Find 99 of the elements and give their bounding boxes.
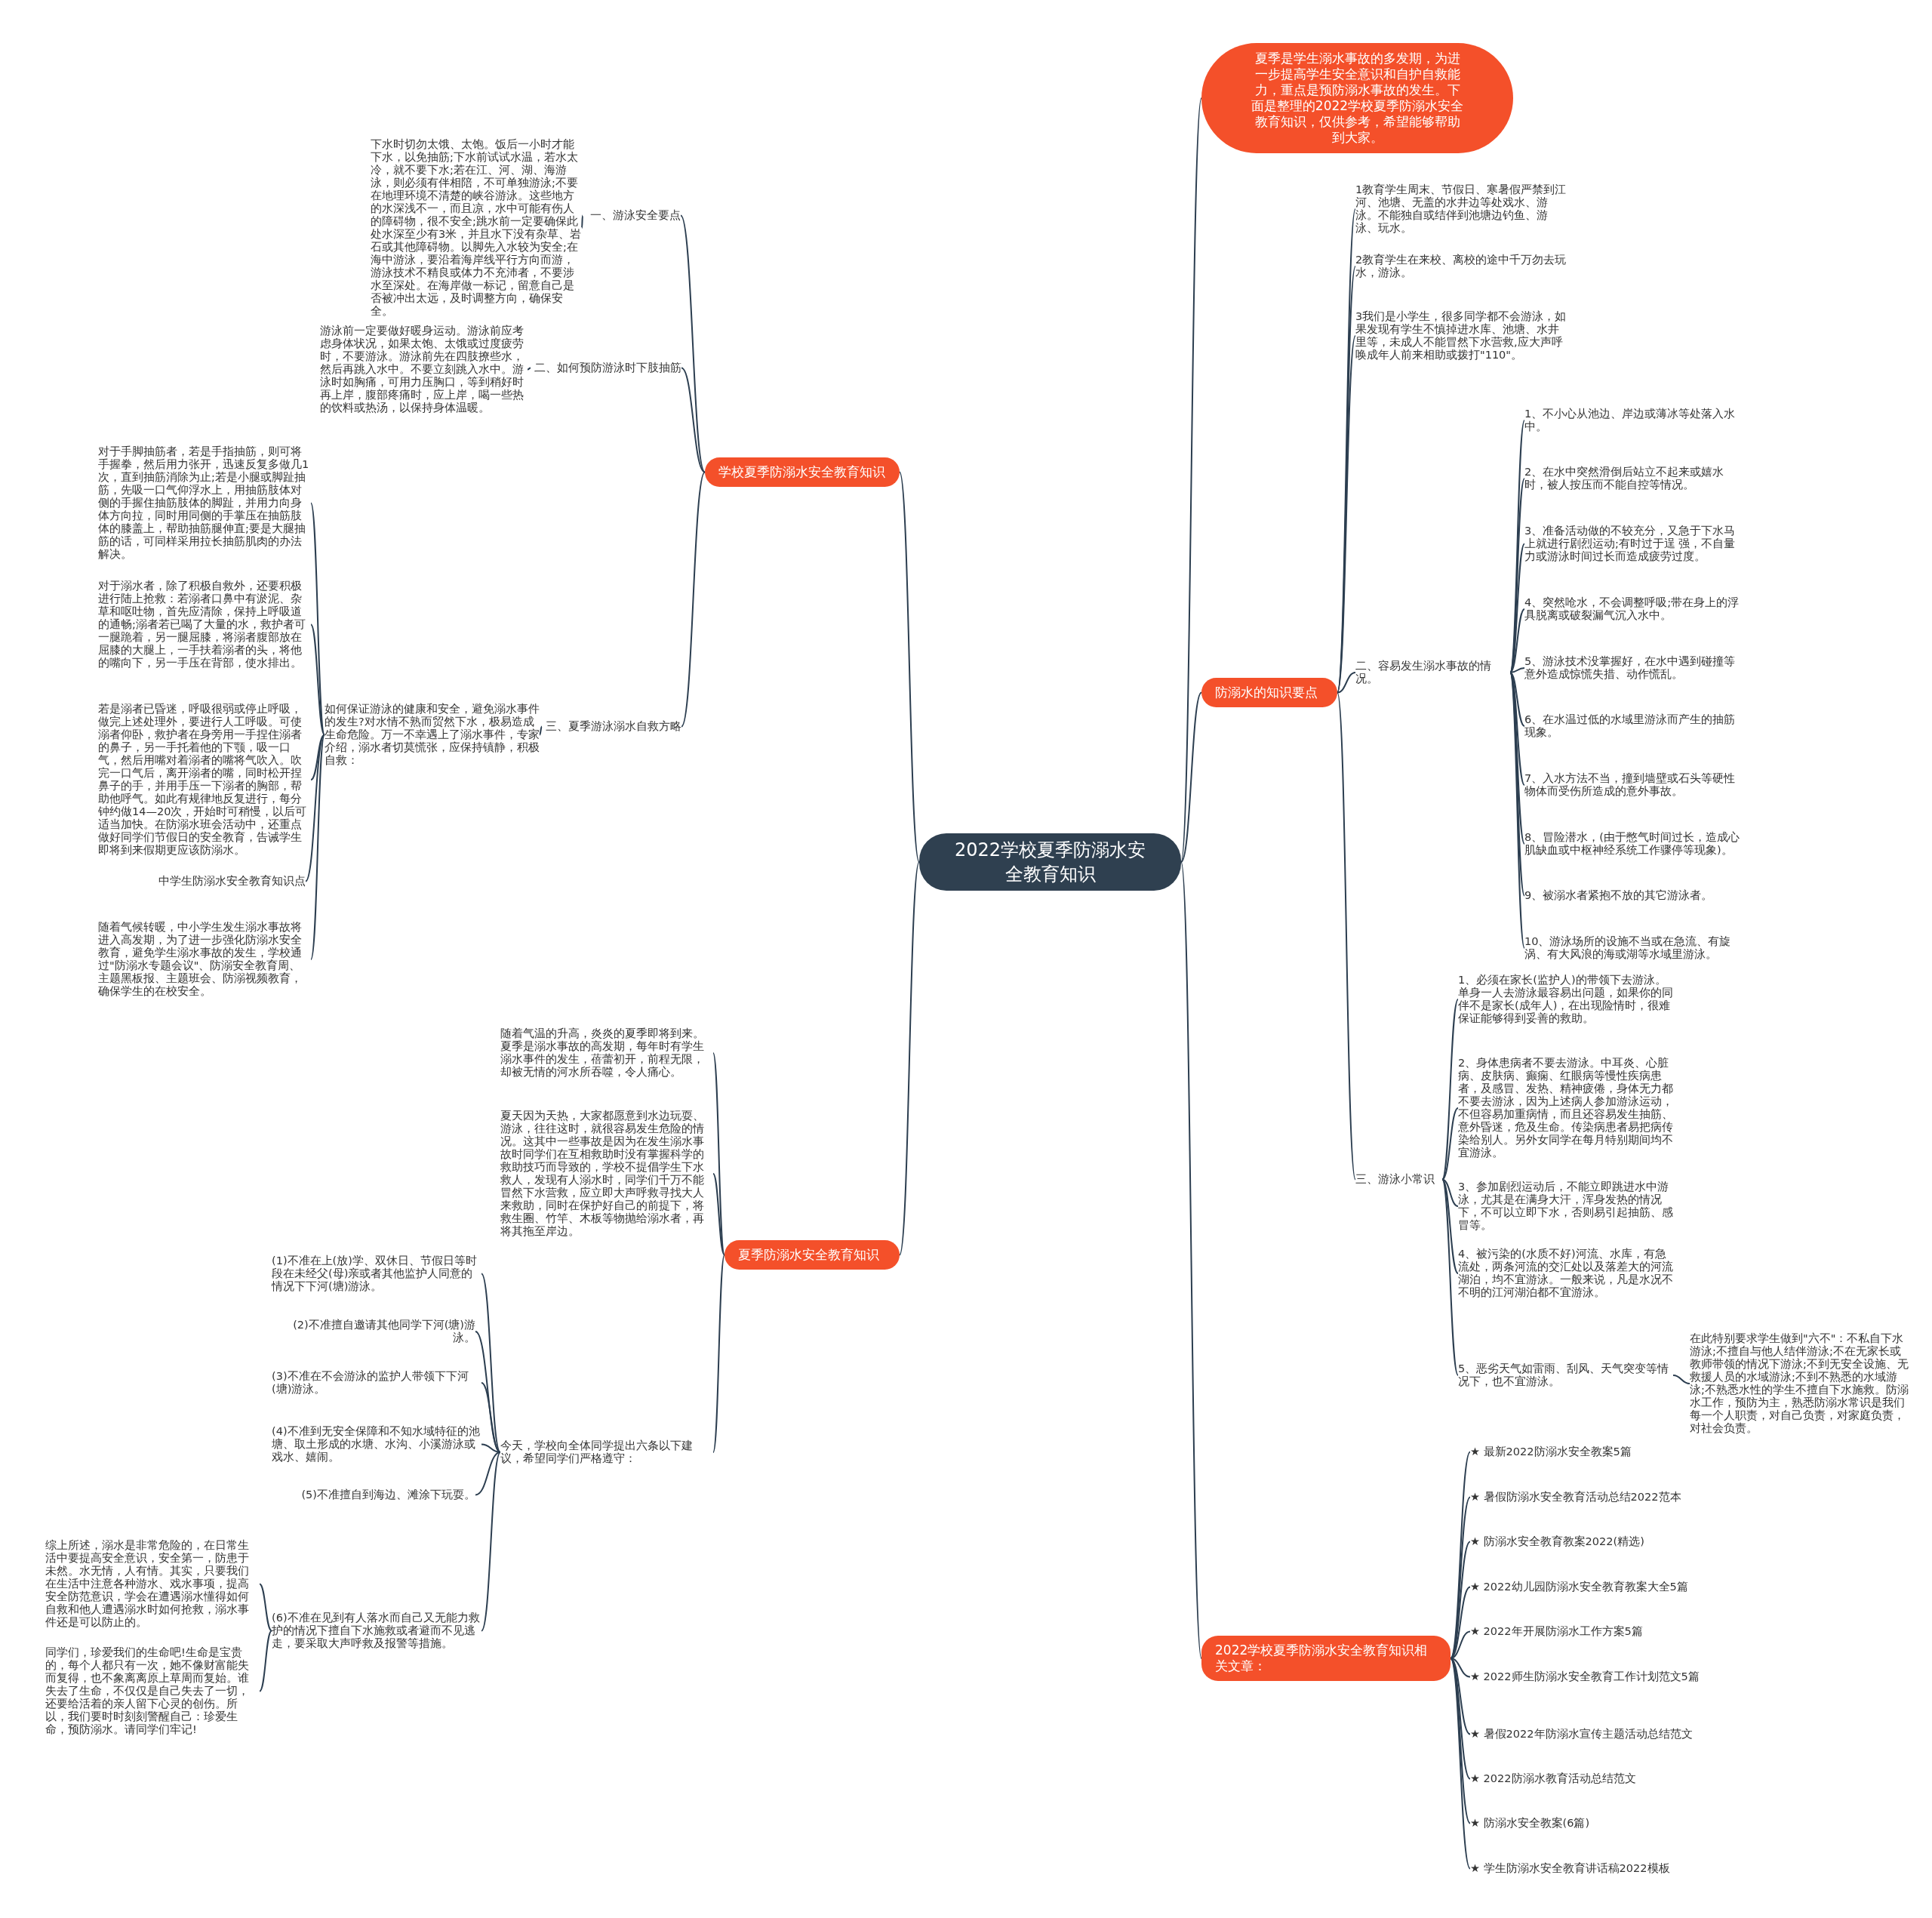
connector: [1509, 667, 1525, 673]
topic-text: 5、游泳技术没掌握好，在水中遇到碰撞等意外造成惊慌失措、动作慌乱。: [1524, 655, 1743, 681]
connector: [712, 1173, 725, 1256]
topic-text: 1教育学生周末、节假日、寒暑假严禁到江河、池塘、无盖的水井边等处戏水、游泳。不能独自或结伴到池塘边钓鱼、游泳、玩水。: [1355, 183, 1568, 235]
topic-text: ★ 2022幼儿园防溺水安全教育教案大全5篇: [1470, 1581, 1719, 1593]
topic-text: 5、恶劣天气如雷雨、刮风、天气突变等情况下，也不宜游泳。: [1458, 1362, 1673, 1388]
topic-text: 综上所述，溺水是非常危险的，在日常生活中要提高安全意识，安全第一，防患于未然。水无情，人有情。其实，只要我们在生活中注意各种游水、戏水事项，提高安全防范意识，学会在遭遇溺水懂得如何自救和他人遭遇溺水时如何抢救，溺水事件还是可以防止的。: [45, 1539, 260, 1629]
branch-topic: 防溺水的知识要点: [1201, 678, 1337, 707]
topic-text: 对于溺水者，除了积极自救外，还要积极进行陆上抢救：若溺者口鼻中有淤泥、杂草和呕吐物，首先应清除，保持上呼吸道的通畅;溺者若已喝了大量的水，救护者可一腿跪着，另一腿屈膝，将溺者腹部放在屈膝的大腿上，一手扶着溺者的头，将他的嘴向下，另一手压在背部，使水排出。: [98, 580, 311, 670]
connector: [680, 214, 706, 473]
connector: [259, 1583, 272, 1632]
topic-text: 3、准备活动做的不较充分，又急于下水马上就进行剧烈运动;有时过于逞 强，不自量力或游泳时间过长而造成疲劳过度。: [1524, 525, 1743, 563]
connector: [1180, 97, 1202, 863]
connector: [310, 734, 325, 780]
topic-text: (4)不准到无安全保障和不知水域特征的池塘、取土形成的水塘、水沟、小溪游泳或戏水、嬉闹。: [272, 1425, 481, 1464]
connector: [899, 471, 920, 863]
topic-text: (3)不准在不会游泳的监护人带领下下河(塘)游泳。: [272, 1370, 481, 1396]
topic-text: 游泳前一定要做好暖身运动。游泳前应考虑身体状况，如果太饱、太饿或过度疲劳时，不要游泳。游泳前先在四肢撩些水，然后再跳入水中。不要立刻跳入水中。游泳时如胸痛，可用力压胸口，等到稍好时再上岸，腹部疼痛时，应上岸，喝一些热的饮料或热汤，以保持身体温暖。: [320, 325, 528, 414]
topic-text: 下水时切勿太饿、太饱。饭后一小时才能下水，以免抽筋;下水前试试水温，若水太冷，就不要下水;若在江、河、湖、海游泳，则必须有伴相陪，不可单独游泳;不要在地理环境不清楚的峡谷游泳。这些地方的水深浅不一，而且凉，水中可能有伤人的障碍物，很不安全;跳水前一定要确保此处水深至少有3米，并且水下没有杂草、岩石或其他障碍物。以脚先入水较为安全;在海中游泳，要沿着海岸线平行方向而游，游泳技术不精良或体力不充沛者，不要涉水至深处。在海岸做一标记，留意自己是否被冲出太远，及时调整方向，确保安全。: [371, 138, 582, 318]
connector: [1337, 335, 1356, 694]
topic-text: 3、参加剧烈运动后，不能立即跳进水中游泳，尤其是在满身大汗，浑身发热的情况下，不可以立即下水，否则易引起抽筋、感冒等。: [1458, 1181, 1673, 1232]
topic-text: 随着气温的升高，炎炎的夏季即将到来。夏季是溺水事故的高发期，每年时有学生溺水事件的发生，蓓蕾初开，前程无限，却被无情的河水所吞噬，令人痛心。: [500, 1027, 713, 1079]
branch-topic: 夏季防溺水安全教育知识: [724, 1240, 900, 1270]
connector: [1337, 672, 1356, 694]
connector: [1180, 691, 1202, 863]
connector: [310, 734, 325, 960]
topic-text: 夏天因为天热，大家都愿意到水边玩耍、游泳，往往这时，就很容易发生危险的情况。这其中一些事故是因为在发生溺水事故时同学们在互相救助时没有掌握科学的救助技巧而导致的，学校不提倡学生下水救人，发现有人溺水时，同学们千万不能冒然下水营救，应立即大声呼救寻找大人来救助，同时在保护好自己的前提下，将救生圈、竹竿、木板等物抛给溺水者，再将其拖至岸边。: [500, 1110, 713, 1238]
topic-text: 三、游泳小常识: [1355, 1173, 1442, 1186]
branch-topic: 学校夏季防溺水安全教育知识: [705, 457, 900, 487]
topic-text: 1、必须在家长(监护人)的带领下去游泳。单身一人去游泳最容易出问题，如果你的同伴不是家长(成年人)，在出现险情时，很难保证能够得到妥善的救助。: [1458, 974, 1673, 1025]
topic-text: 二、如何预防游泳时下肢抽筋: [531, 362, 681, 374]
central-topic: 2022学校夏季防溺水安全教育知识: [919, 833, 1181, 891]
connector: [712, 1254, 725, 1453]
connector: [1441, 1178, 1459, 1207]
connector: [1509, 672, 1525, 845]
connector: [899, 861, 920, 1256]
branch-topic: 2022学校夏季防溺水安全教育知识相关文章：: [1201, 1636, 1451, 1681]
topic-text: 对于手脚抽筋者，若是手指抽筋，则可将手握拳，然后用力张开，迅速反复多做几1次，直到抽筋消除为止;若是小腿或脚趾抽筋，先吸一口气仰浮水上，用抽筋肢体对侧的手握住抽筋肢体的脚趾，并用力向身体方向拉，同时用同侧的手掌压在抽筋肢体的膝盖上，帮助抽筋腿伸直;要是大腿抽筋的话，可同样采用拉长抽筋肌肉的办法解决。: [98, 445, 311, 561]
topic-text: ★ 2022年开展防溺水工作方案5篇: [1470, 1625, 1719, 1638]
topic-text: 中学生防溺水安全教育知识点: [140, 875, 306, 888]
topic-text: ★ 防溺水安全教案(6篇): [1470, 1817, 1719, 1830]
topic-text: 若是溺者已昏迷，呼吸很弱或停止呼吸，做完上述处理外，要进行人工呼吸。可使溺者仰卧，救护者在身旁用一手捏住溺者的鼻子，另一手托着他的下颚，吸一口气，然后用嘴对着溺者的嘴将气吹入。吹完一口气后，离开溺者的嘴，同时松开捏鼻子的手，并用手压一下溺者的胸部，帮助他呼气。如此有规律地反复进行，每分钟约做14—20次，开始时可稍慢，以后可适当加快。在防溺水班会活动中，还重点做好同学们节假日的安全教育，告诫学生即将到来假期更应该防溺水。: [98, 703, 311, 857]
connector: [310, 623, 325, 736]
topic-text: 8、冒险潜水，(由于憋气时间过长，造成心肌缺血或中枢神经系统工作骤停等现象)。: [1524, 831, 1743, 857]
topic-text: 9、被溺水者紧抱不放的其它游泳者。: [1524, 889, 1743, 902]
connector: [475, 1452, 501, 1496]
connector: [681, 367, 706, 473]
topic-text: (2)不准擅自邀请其他同学下河(塘)游泳。: [272, 1319, 475, 1344]
connector: [481, 1452, 501, 1632]
connector: [1450, 1496, 1471, 1659]
connector: [481, 1273, 501, 1453]
connector: [1441, 1178, 1459, 1274]
topic-text: 2、身体患病者不要去游泳。中耳炎、心脏病、皮肤病、癫痫、红眼病等慢性疾病患者，及感冒、发热、精神疲倦，身体无力都不要去游泳，因为上述病人参加游泳运动，不但容易加重病情，而且还容易发生抽筋、意外昏迷，危及生命。传染病患者易把病传染给别人。另外女同学在每月特别期间均不宜游泳。: [1458, 1057, 1673, 1159]
topic-text: 6、在水温过低的水域里游泳而产生的抽筋现象。: [1524, 713, 1743, 739]
connector: [481, 1382, 501, 1453]
connector: [1180, 861, 1202, 1659]
topic-text: 一、游泳安全要点: [583, 209, 681, 222]
connector: [259, 1630, 272, 1692]
topic-text: 4、被污染的(水质不好)河流、水库，有急流处，两条河流的交汇处以及落差大的河流湖泊，均不宜游泳。一般来说，凡是水况不不明的江河湖泊都不宜游泳。: [1458, 1248, 1673, 1299]
topic-text: 1、不小心从池边、岸边或薄冰等处落入水中。: [1524, 408, 1743, 433]
topic-text: 3我们是小学生，很多同学都不会游泳，如果发现有学生不慎掉进水库、池塘、水井里等，未成人不能冒然下水营救,应大声呼唤成年人前来相助或拨打"110"。: [1355, 310, 1568, 362]
topic-text: 4、突然呛水，不会调整呼吸;带在身上的浮具脱离或破裂漏气沉入水中。: [1524, 596, 1743, 622]
connector: [1450, 1658, 1471, 1870]
topic-text: 如何保证游泳的健康和安全，避免溺水事件的发生?对水情不熟而贸然下水，极易造成生命危险。万一不幸遇上了溺水事件，专家介绍，溺水者切莫慌张，应保持镇静，积极自救：: [325, 703, 540, 767]
topic-text: ★ 暑假防溺水安全教育活动总结2022范本: [1470, 1491, 1719, 1504]
topic-text: 7、入水方法不当，撞到墙壁或石头等硬性物体而受伤所造成的意外事故。: [1524, 772, 1743, 798]
topic-text: 10、游泳场所的设施不当或在急流、有旋涡、有大风浪的海或湖等水域里游泳。: [1524, 935, 1743, 961]
connector: [1672, 1375, 1690, 1384]
topic-text: ★ 最新2022防溺水安全教案5篇: [1470, 1445, 1719, 1458]
topic-text: ★ 2022防溺水教育活动总结范文: [1470, 1772, 1719, 1785]
connector: [1337, 691, 1356, 1181]
connector: [1509, 608, 1525, 673]
topic-text: 今天，学校向全体同学提出六条以下建议，希望同学们严格遵守：: [500, 1439, 713, 1465]
topic-text: 三、夏季游泳溺水自救方略: [542, 720, 681, 733]
connector: [581, 214, 583, 229]
connector: [1450, 1658, 1471, 1824]
connector: [681, 471, 706, 728]
topic-text: (5)不准擅自到海边、滩涂下玩耍。: [272, 1489, 475, 1501]
topic-text: 随着气候转暖，中小学生发生溺水事故将进入高发期，为了进一步强化防溺水安全教育，避免学生溺水事故的发生，学校通过"防溺水专题会议"、防溺安全教育周、主题黑板报、主题班会、防溺视频教育，确保学生的在校安全。: [98, 921, 311, 998]
intro-bubble: 夏季是学生溺水事故的多发期，为进一步提高学生安全意识和自护自救能力，重点是预防溺水事故的发生。下面是整理的2022学校夏季防溺水安全教育知识，仅供参考，希望能够帮助到大家。: [1201, 43, 1513, 153]
connector: [1441, 1107, 1459, 1181]
topic-text: 在此特别要求学生做到"六不"：不私自下水游泳;不擅自与他人结伴游泳;不在无家长或教师带领的情况下游泳;不到无安全设施、无救援人员的水域游泳;不到不熟悉的水域游泳;不熟悉水性的学生不擅自下水施救。防溺水工作，预防为主，熟悉防溺水常识是我们每一个人职责，对自己负责，对家庭负责，对社会负责。: [1690, 1332, 1909, 1435]
topic-text: 2教育学生在来校、离校的途中千万勿去玩水，游泳。: [1355, 254, 1568, 279]
topic-text: 二、容易发生溺水事故的情况。: [1355, 660, 1510, 685]
topic-text: (1)不准在上(放)学、双休日、节假日等时段在未经父(母)亲或者其他监护人同意的情况下下河(塘)游泳。: [272, 1255, 481, 1293]
connector: [305, 734, 325, 882]
topic-text: 同学们，珍爱我们的生命吧!生命是宝贵的，每个人都只有一次，她不像财富能失而复得，也不象离离原上草周而复始。谁失去了生命，不仅仅是自己失去了一切，还要给活着的亲人留下心灵的创伤。所以，我们要时时刻刻警醒自己：珍爱生命，预防溺水。请同学们牢记!: [45, 1646, 260, 1736]
connector: [1509, 672, 1525, 949]
topic-text: (6)不准在见到有人落水而自己又无能力救护的情况下擅自下水施救或者避而不见逃走，要采取大声呼救及报警等措施。: [272, 1612, 481, 1650]
connector: [1509, 672, 1525, 727]
topic-text: ★ 暑假2022年防溺水宣传主题活动总结范文: [1470, 1728, 1719, 1741]
topic-text: 2、在水中突然滑倒后站立不起来或嬉水时，被人按压而不能自控等情况。: [1524, 466, 1743, 491]
connector: [539, 725, 543, 736]
topic-text: ★ 学生防溺水安全教育讲话稿2022模板: [1470, 1862, 1719, 1875]
connector: [1441, 1178, 1459, 1376]
topic-text: ★ 2022师生防溺水安全教育工作计划范文5篇: [1470, 1670, 1719, 1683]
connector: [1509, 478, 1525, 673]
connector: [527, 367, 531, 371]
topic-text: ★ 防溺水安全教育教案2022(精选): [1470, 1535, 1719, 1548]
